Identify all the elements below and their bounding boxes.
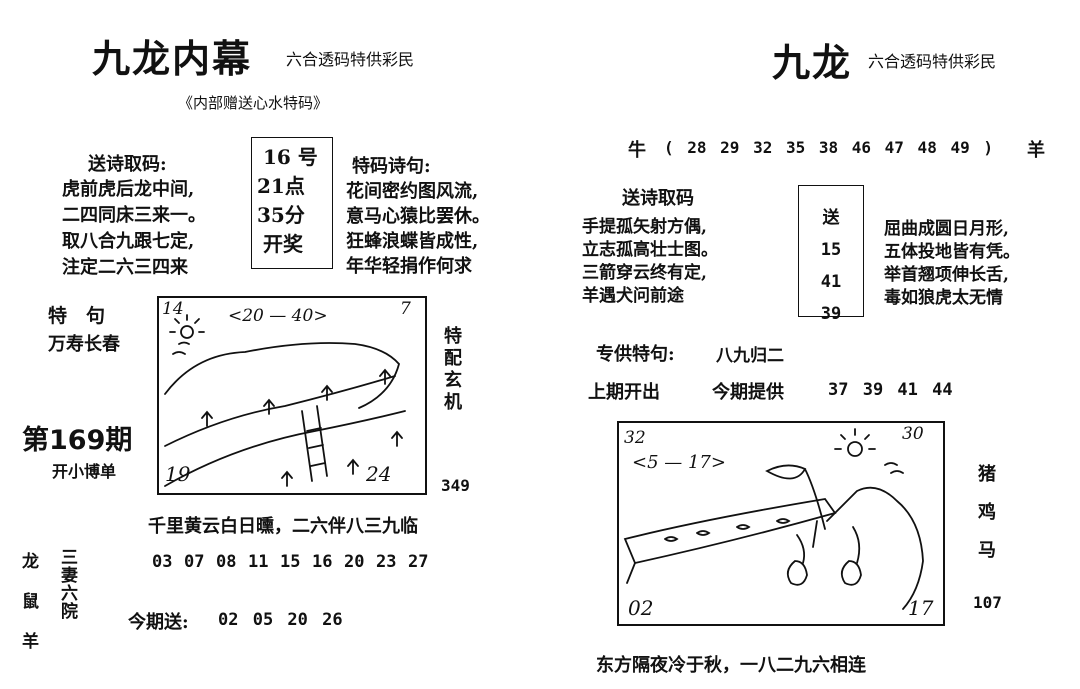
right-poem-label: 送诗取码 (622, 188, 694, 209)
right-side-number: 107 (973, 593, 1002, 612)
left-poem-label: 送诗取码: (88, 154, 167, 175)
special-poem-label: 特码诗句: (352, 156, 431, 177)
right-sketch-br: 17 (908, 596, 934, 620)
draw-info: 16 号 21点 35分 开奖 (257, 143, 327, 259)
box-number: 41 (820, 272, 842, 292)
draw-minute: 35分 (257, 203, 305, 227)
today-numbers: 02 05 20 26 (218, 610, 343, 630)
left-poem-line: 取八合九跟七定, (62, 231, 195, 252)
right-sketch (617, 421, 945, 626)
left-poem-line: 二四同床三来一。 (62, 205, 206, 226)
right-poem-line: 立志孤高壮士图。 (582, 240, 718, 260)
box-number: 39 (820, 304, 842, 324)
number: 07 (184, 552, 205, 572)
zodiac-col1: 龙 鼠 羊 (22, 542, 39, 662)
last-label: 上期开出 (588, 382, 660, 403)
left-sketch (157, 296, 427, 495)
number: 08 (216, 552, 237, 572)
right-poem-line: 三箭穿云终有定, (582, 263, 707, 283)
ox-numbers: ( 28 29 32 35 38 46 47 48 49 ) (664, 138, 993, 157)
special-label: 专供特句: (596, 344, 675, 365)
left-sketch-br: 24 (366, 462, 392, 486)
special-poem: 花间密约图风流, 意马心猿比罢休。 狂蜂浪蝶皆成性, 年华轻捐作何求 (346, 179, 490, 279)
special-poem-line: 花间密约图风流, (346, 181, 479, 202)
left-poem: 虎前虎后龙中间, 二四同床三来一。 取八合九跟七定, 注定二六三四来 (62, 177, 206, 281)
right-poem-2-line: 举首翘项伸长舌, (884, 265, 1009, 285)
ox-label: 牛 (628, 140, 646, 161)
left-note: 《内部赠送心水特码》 (178, 94, 329, 112)
zodiac-rat: 鼠 (22, 592, 39, 612)
right-verse: 东方隔夜冷于秋，一八二九六相连 (596, 655, 866, 676)
right-poem-line: 羊遇犬问前途 (582, 286, 684, 306)
draw-hour: 21点 (257, 174, 305, 198)
box-label: 送 (822, 208, 840, 228)
draw-date: 16 号 (263, 145, 318, 169)
right-sketch-tl: 32 (624, 428, 646, 448)
special-poem-line: 意马心猿比罢休。 (346, 206, 490, 227)
left-sketch-bl: 19 (165, 462, 191, 486)
special-poem-line: 狂蜂浪蝶皆成性, (346, 231, 479, 252)
number: 15 (280, 552, 301, 572)
special-poem-line: 年华轻捐作何求 (346, 256, 472, 277)
animal-horse: 马 (978, 540, 996, 561)
right-poem-2-line: 屈曲成圆日月形, (884, 219, 1009, 239)
draw-label: 开奖 (263, 232, 303, 256)
today-label: 今期送: (128, 612, 189, 633)
right-sketch-tr: 30 (902, 424, 924, 444)
left-sketch-tr: 7 (400, 299, 411, 319)
zodiac-dragon: 龙 (22, 552, 39, 572)
number: 11 (248, 552, 269, 572)
right-sketch-drawing (623, 428, 924, 610)
side-text: 特配玄机 (441, 326, 462, 414)
animal-rooster: 鸡 (978, 502, 996, 523)
right-poem-2-line: 毒如狼虎太无情 (884, 288, 1003, 308)
zodiac-col2: 三妻六院 (57, 548, 77, 620)
right-poem-2-line: 五体投地皆有凭。 (884, 242, 1020, 262)
left-subtitle: 六合透码特供彩民 (286, 50, 415, 69)
left-sketch-drawing (164, 314, 406, 487)
left-poem-line: 注定二六三四来 (62, 257, 188, 278)
right-poem: 手提孤矢射方偶, 立志孤高壮士图。 三箭穿云终有定, 羊遇犬问前途 (582, 216, 718, 308)
right-subtitle: 六合透码特供彩民 (868, 52, 997, 71)
special-phrase: 万寿长春 (48, 334, 120, 355)
number: 23 (376, 552, 397, 572)
number: 27 (408, 552, 429, 572)
left-verse: 千里黄云白日曛，二六伴八三九临 (148, 516, 418, 537)
number: 03 (152, 552, 173, 572)
draw-info-box (251, 137, 333, 269)
issue-number: 第169期 (22, 425, 133, 456)
right-sketch-bl: 02 (628, 596, 654, 620)
right-sketch-range: <5 — 17> (632, 452, 726, 473)
special-value: 八九归二 (716, 346, 784, 366)
special-phrase-label: 特 句 (48, 305, 106, 327)
side-animals: 猪 鸡 马 (978, 456, 996, 570)
provide-numbers: 37 39 41 44 (828, 380, 953, 400)
right-poem-line: 手提孤矢射方偶, (582, 217, 707, 237)
bet-hint: 开小博单 (52, 462, 117, 481)
provide-label: 今期提供 (712, 382, 784, 403)
right-box-values: 送 15 41 39 (806, 202, 856, 330)
left-title: 九龙内幕 (92, 36, 253, 81)
right-title: 九龙 (772, 40, 853, 85)
left-side-number: 349 (441, 476, 470, 495)
sheep-label: 羊 (1027, 140, 1045, 161)
left-numbers: 03 07 08 11 15 16 20 23 27 (152, 552, 440, 572)
left-poem-line: 虎前虎后龙中间, (62, 179, 195, 200)
left-sketch-range: <20 — 40> (228, 306, 328, 326)
number: 20 (344, 552, 365, 572)
left-sketch-tl: 14 (162, 299, 184, 319)
zodiac-sheep: 羊 (22, 632, 39, 652)
right-poem-2: 屈曲成圆日月形, 五体投地皆有凭。 举首翘项伸长舌, 毒如狼虎太无情 (884, 218, 1020, 310)
right-number-box (798, 185, 864, 317)
box-number: 15 (820, 240, 842, 260)
number: 16 (312, 552, 333, 572)
animal-pig: 猪 (978, 464, 996, 485)
